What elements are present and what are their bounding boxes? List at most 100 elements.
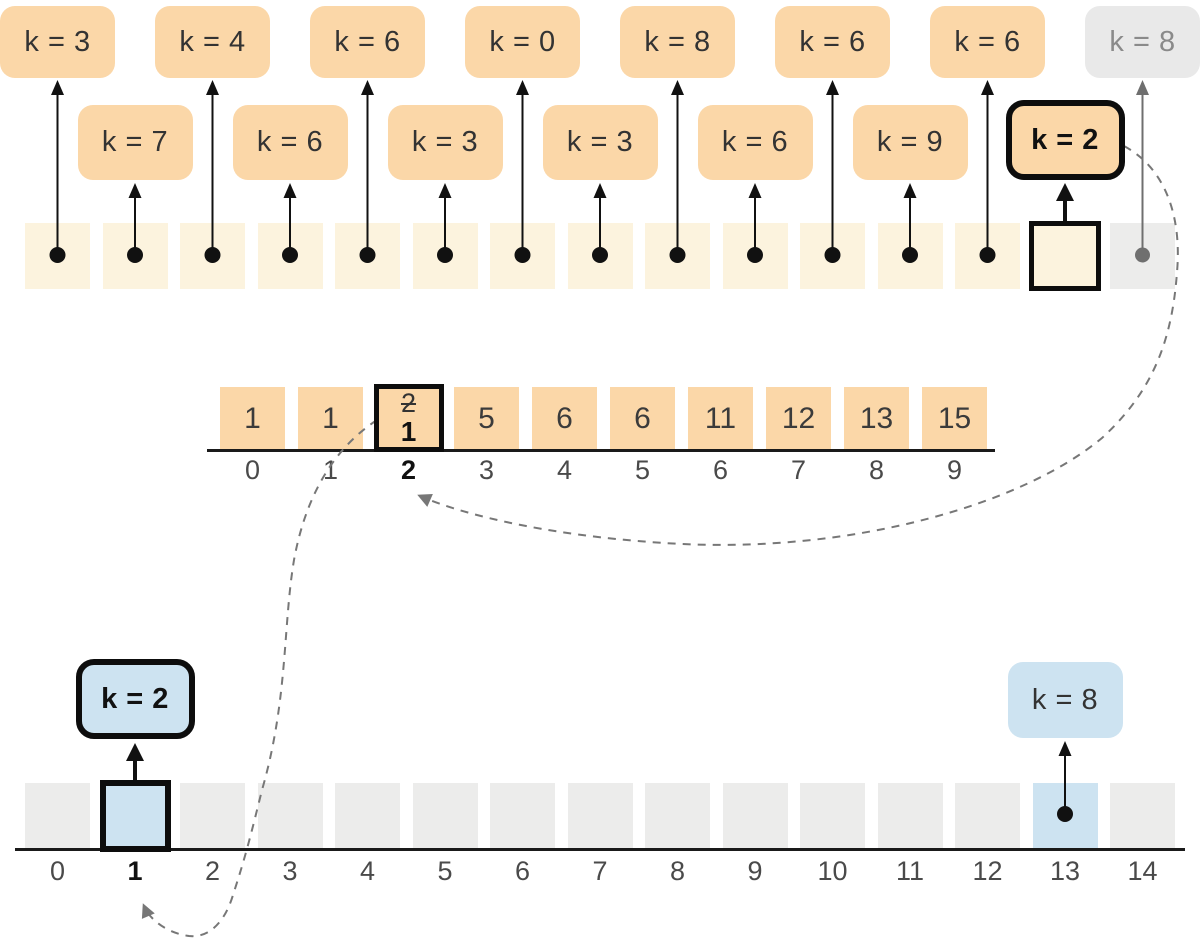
- input-k-box: k = 8: [620, 6, 735, 78]
- output-cell: [645, 783, 710, 849]
- input-k-box-label: k = 6: [256, 126, 324, 158]
- output-cell: [257, 783, 323, 849]
- input-cell: [490, 223, 555, 289]
- output-cell: [1110, 783, 1175, 849]
- count-cell: 6: [532, 387, 597, 450]
- output-index-label: 8: [669, 856, 686, 886]
- output-baseline: [15, 848, 1185, 851]
- input-cell: [1110, 223, 1175, 289]
- input-k-box-label: k = 3: [24, 25, 91, 58]
- input-cell: [645, 223, 710, 289]
- output-cell: [490, 783, 555, 849]
- output-cell: [955, 783, 1020, 849]
- input-k-box: k = 3: [542, 105, 658, 180]
- output-cell: [1032, 783, 1098, 849]
- input-cell: [877, 223, 943, 289]
- input-k-box: k = 4: [155, 6, 270, 78]
- count-cell: 1: [220, 387, 285, 450]
- count-index-label: 7: [790, 455, 807, 485]
- output-cell: [180, 783, 245, 849]
- input-cell: [102, 223, 168, 289]
- output-index-label: 11: [895, 856, 925, 886]
- count-cell: 5: [454, 387, 519, 450]
- input-k-box: k = 6: [930, 6, 1045, 78]
- input-cell-current: [1029, 221, 1101, 291]
- input-k-box-label: k = 2: [1031, 123, 1099, 156]
- output-k-box-current: k = 2: [75, 659, 195, 739]
- input-k-box-label: k = 8: [1109, 25, 1176, 58]
- output-index-label: 10: [817, 856, 848, 886]
- output-k-box-label: k = 8: [1031, 683, 1099, 716]
- input-k-box: k = 0: [465, 6, 580, 78]
- input-k-box-label: k = 6: [954, 25, 1021, 58]
- output-index-label: 14: [1127, 856, 1158, 886]
- input-k-box-current: k = 2: [1005, 100, 1125, 180]
- input-k-box-label: k = 7: [101, 126, 169, 158]
- count-new-value: 1: [400, 415, 417, 447]
- input-k-box-label: k = 9: [876, 126, 944, 158]
- input-k-box-label: k = 3: [411, 126, 479, 158]
- input-cell: [335, 223, 400, 289]
- count-index-label: 2: [400, 455, 417, 485]
- output-index-label: 5: [437, 856, 453, 886]
- input-cell: [25, 223, 90, 289]
- output-index-label: 2: [204, 856, 221, 886]
- input-k-box-label: k = 0: [489, 25, 556, 58]
- output-cell: [25, 783, 90, 849]
- output-k-box-label: k = 2: [101, 682, 169, 715]
- input-cell: [800, 223, 865, 289]
- input-k-box: k = 3: [0, 6, 115, 78]
- output-index-label: 9: [747, 856, 763, 886]
- count-index-label: 0: [244, 455, 261, 485]
- input-cell: [567, 223, 633, 289]
- output-index-label: 6: [514, 856, 531, 886]
- output-index-label: 3: [282, 856, 298, 886]
- output-index-label: 12: [972, 856, 1003, 886]
- input-k-box-label: k = 8: [644, 25, 711, 58]
- output-index-label: 13: [1049, 856, 1081, 886]
- count-cell: 12: [766, 387, 831, 450]
- input-k-box-label: k = 6: [334, 25, 401, 58]
- count-index-label: 6: [712, 455, 729, 485]
- input-cell: [722, 223, 788, 289]
- input-k-box: k = 6: [775, 6, 890, 78]
- input-k-box: k = 3: [387, 105, 503, 180]
- input-cell: [257, 223, 323, 289]
- output-cell: [877, 783, 943, 849]
- output-cell: [722, 783, 788, 849]
- count-index-label: 9: [946, 455, 963, 485]
- input-k-box: k = 6: [310, 6, 425, 78]
- input-k-box-label: k = 4: [179, 25, 246, 58]
- output-index-label: 4: [359, 856, 376, 886]
- output-cell: [567, 783, 633, 849]
- count-baseline: [207, 449, 995, 452]
- input-cell: [180, 223, 245, 289]
- count-index-label: 5: [634, 455, 651, 485]
- count-index-label: 8: [868, 455, 885, 485]
- count-cell: 15: [922, 387, 987, 450]
- input-k-box: k = 6: [697, 105, 813, 180]
- input-k-box: k = 7: [77, 105, 193, 180]
- output-index-label: 7: [592, 856, 608, 886]
- input-k-box: k = 9: [852, 105, 968, 180]
- count-cell: 1: [298, 387, 363, 450]
- output-cell-current: [99, 780, 171, 852]
- output-index-label: 0: [49, 856, 66, 886]
- count-cell: 11: [688, 387, 753, 450]
- input-k-box-label: k = 3: [566, 126, 634, 158]
- count-index-label: 3: [478, 455, 495, 485]
- count-index-label: 1: [322, 455, 339, 485]
- output-cell: [335, 783, 400, 849]
- output-cell: [800, 783, 865, 849]
- output-k-box: k = 8: [1007, 662, 1123, 738]
- input-k-box: k = 6: [232, 105, 348, 180]
- input-k-box-label: k = 6: [799, 25, 866, 58]
- output-index-label: 1: [127, 856, 143, 886]
- count-old-value: 2: [400, 388, 417, 418]
- count-cell: 6: [610, 387, 675, 450]
- count-cell: 13: [844, 387, 909, 450]
- count-index-label: 4: [556, 455, 573, 485]
- input-k-box: k = 8: [1085, 6, 1200, 78]
